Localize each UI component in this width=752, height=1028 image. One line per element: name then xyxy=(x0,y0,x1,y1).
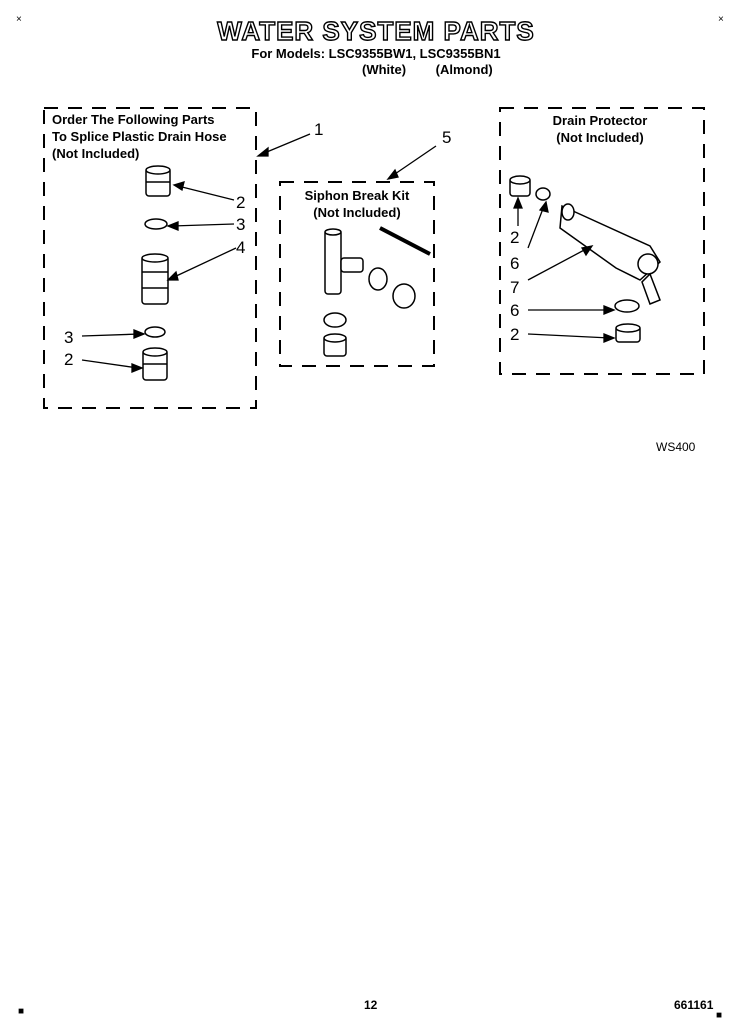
callout-5: 5 xyxy=(442,128,452,147)
color-almond: (Almond) xyxy=(435,62,493,77)
callout-7: 7 xyxy=(510,278,520,297)
callout-4: 4 xyxy=(236,238,246,257)
callout-6: 6 xyxy=(510,254,520,273)
callout-1: 1 xyxy=(314,120,324,139)
siphon-box-label: Siphon Break Kit (Not Included) xyxy=(304,188,410,220)
diagram-code: WS400 xyxy=(656,440,696,454)
corner-mark: ■ xyxy=(18,1006,25,1017)
siphon-parts xyxy=(323,226,431,357)
color-white: (White) xyxy=(362,62,407,77)
corner-mark: × xyxy=(16,14,22,25)
part-number: 661161 xyxy=(674,998,714,1012)
drain-parts xyxy=(509,175,661,343)
callout-2: 2 xyxy=(236,193,246,212)
callout-6: 6 xyxy=(510,301,520,320)
corner-mark: × xyxy=(718,14,724,25)
callout-2: 2 xyxy=(64,350,74,369)
callout-2: 2 xyxy=(510,228,520,247)
leader-arrows xyxy=(81,133,616,373)
drain-box-border xyxy=(499,107,705,375)
model-numbers: For Models: LSC9355BW1, LSC9355BN1 xyxy=(251,46,501,61)
color-variants: (White) (Almond) xyxy=(362,62,519,77)
splice-box-label: Order The Following Parts To Splice Plas… xyxy=(52,112,227,161)
drain-box-label: Drain Protector (Not Included) xyxy=(552,113,648,145)
page-title: WATER SYSTEM PARTS xyxy=(217,15,535,46)
callout-3: 3 xyxy=(64,328,74,347)
siphon-box-border xyxy=(279,181,435,367)
splice-box-border xyxy=(43,107,257,409)
callout-3: 3 xyxy=(236,215,246,234)
callout-2: 2 xyxy=(510,325,520,344)
corner-mark: ■ xyxy=(716,1010,723,1021)
splice-parts xyxy=(141,165,171,381)
page-number: 12 xyxy=(364,998,378,1012)
